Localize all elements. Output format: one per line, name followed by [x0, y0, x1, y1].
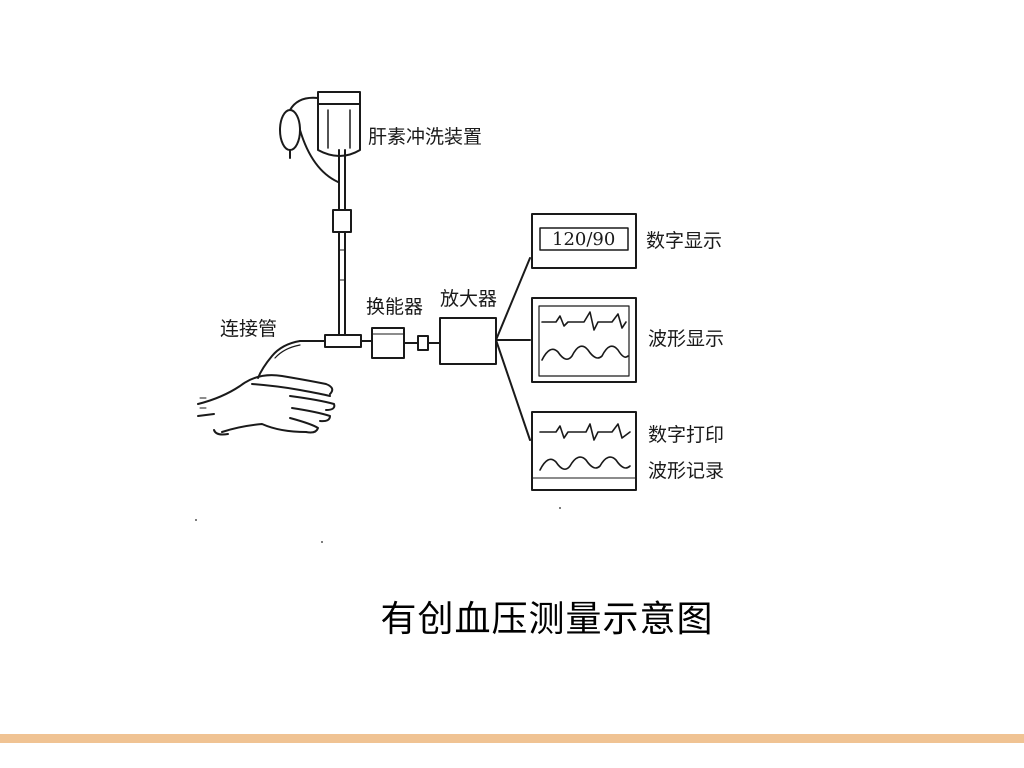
label-waveform-record: 波形记录 [648, 460, 725, 482]
footer-bar [0, 734, 1024, 743]
label-digital-print: 数字打印 [648, 424, 725, 446]
transducer [371, 327, 419, 359]
label-amplifier: 放大器 [440, 288, 498, 310]
stopcock [299, 334, 373, 348]
diagram-caption: 有创血压测量示意图 [380, 599, 714, 640]
pressure-record [539, 456, 631, 471]
digital-readout: 120/90 [552, 229, 616, 250]
recorder-paper [531, 411, 637, 491]
signal-branches [495, 257, 531, 441]
waveform-display-monitor [531, 297, 637, 383]
connecting-tube [257, 340, 301, 379]
pressure-wave [541, 345, 629, 361]
hand-illustration [197, 374, 336, 436]
label-connecting-tube: 连接管 [220, 318, 278, 340]
digital-display-monitor [531, 213, 637, 269]
label-waveform-display: 波形显示 [648, 328, 725, 350]
ecg-trace [541, 311, 627, 331]
amplifier-box [417, 317, 497, 365]
flush-bag [317, 91, 361, 211]
label-digital-display: 数字显示 [646, 230, 723, 252]
ecg-record [539, 423, 631, 441]
label-flush-device: 肝素冲洗装置 [368, 126, 483, 148]
pressure-bulb [279, 96, 339, 183]
drip-line [332, 209, 352, 336]
label-transducer: 换能器 [366, 296, 424, 318]
